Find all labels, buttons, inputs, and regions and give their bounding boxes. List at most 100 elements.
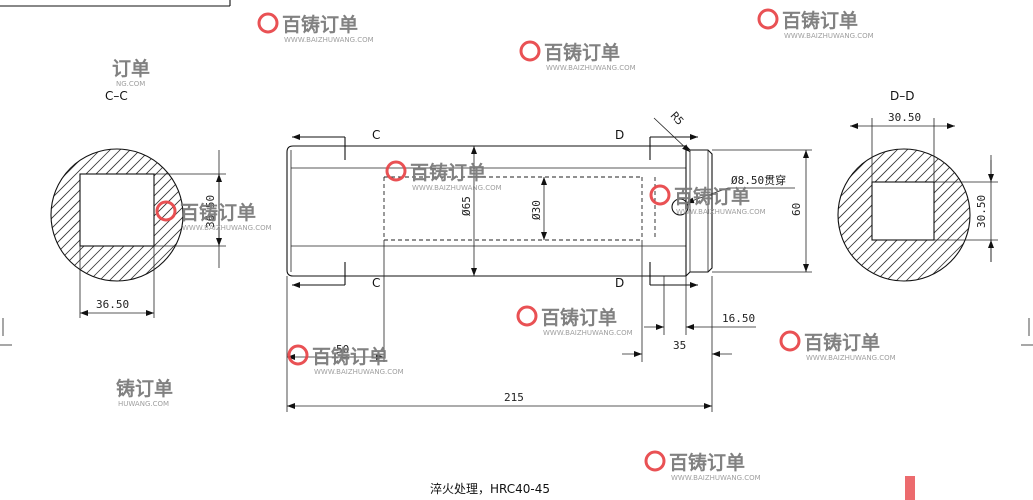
watermark-logo-icon <box>516 305 538 327</box>
watermark-logo-icon <box>644 450 666 472</box>
hatch-line <box>51 149 92 281</box>
hatch-line <box>838 149 929 281</box>
watermark-logo-icon <box>779 330 801 352</box>
bore-diameter-dim: Ø30 <box>530 200 543 220</box>
cross-hole-dim: Ø8.50贯穿 <box>731 173 786 187</box>
height-dim: 60 <box>790 203 803 216</box>
watermark-4: 百铸订单 WWW.BAIZHUWANG.COM <box>385 160 502 192</box>
total-length-dim: 215 <box>504 391 524 404</box>
hatch-line <box>875 149 970 281</box>
watermarks: 百铸订单 WWW.BAIZHUWANG.COM 百铸订单 WWW.BAIZHUW… <box>112 8 915 500</box>
watermark-2: 百铸订单 WWW.BAIZHUWANG.COM <box>757 8 874 40</box>
hatch-line <box>895 149 970 281</box>
section-dd-square-hole <box>871 181 935 241</box>
hatch-line <box>915 149 970 281</box>
section-cc-hatching <box>51 149 183 281</box>
cross-hole <box>671 198 689 216</box>
watermark-3: 百铸订单 WWW.BAIZHUWANG.COM <box>519 40 636 72</box>
hatch-line <box>838 149 909 281</box>
watermark-1: 百铸订单 WWW.BAIZHUWANG.COM <box>257 12 374 44</box>
svg-text:WWW.BAIZHUWANG.COM: WWW.BAIZHUWANG.COM <box>806 354 896 362</box>
cut-label-c-bottom: C <box>372 276 380 290</box>
section-dd-width-dim: 30.50 <box>888 111 921 124</box>
watermark-logo-icon <box>649 184 671 206</box>
svg-text:WWW.BAIZHUWANG.COM: WWW.BAIZHUWANG.COM <box>784 32 874 40</box>
svg-text:WWW.BAIZHUWANG.COM: WWW.BAIZHUWANG.COM <box>543 329 633 337</box>
watermark-partial-1: 订单 NG.COM <box>112 57 150 88</box>
bore-depth-dim: 50 <box>336 343 349 356</box>
svg-text:百铸订单: 百铸订单 <box>312 345 388 368</box>
svg-text:百铸订单: 百铸订单 <box>782 9 858 32</box>
hatch-line <box>838 149 889 281</box>
svg-text:百铸订单: 百铸订单 <box>544 41 620 64</box>
hatch-line <box>98 149 183 281</box>
svg-text:铸订单: 铸订单 <box>116 377 173 400</box>
svg-text:百铸订单: 百铸订单 <box>804 331 880 354</box>
hatch-line <box>838 149 919 281</box>
hatch-line <box>905 149 970 281</box>
heat-treatment-note: 淬火处理，HRC40-45 <box>430 481 550 496</box>
hatch-line <box>885 149 970 281</box>
svg-text:百铸订单: 百铸订单 <box>669 451 745 474</box>
svg-text:WWW.BAIZHUWANG.COM: WWW.BAIZHUWANG.COM <box>314 368 404 376</box>
hatch-line <box>925 149 970 281</box>
hatch-line <box>51 149 82 281</box>
section-cc-view: C–C 36.50 36.50 <box>50 89 226 318</box>
svg-text:WWW.BAIZHUWANG.COM: WWW.BAIZHUWANG.COM <box>284 36 374 44</box>
hatch-line <box>838 149 899 281</box>
svg-text:百铸订单: 百铸订单 <box>541 306 617 329</box>
hatch-line <box>838 149 879 281</box>
hatch-line <box>51 149 72 281</box>
svg-text:WWW.BAIZHUWANG.COM: WWW.BAIZHUWANG.COM <box>676 208 766 216</box>
svg-text:WWW.BAIZHUWANG.COM: WWW.BAIZHUWANG.COM <box>412 184 502 192</box>
hatch-line <box>955 149 970 281</box>
hatch-line <box>945 149 970 281</box>
svg-text:百铸订单: 百铸订单 <box>410 161 486 184</box>
watermark-6: 百铸订单 WWW.BAIZHUWANG.COM <box>649 184 766 216</box>
watermark-10: 百铸订单 WWW.BAIZHUWANG.COM <box>644 450 761 482</box>
section-dd-height-dim: 30.50 <box>975 195 988 228</box>
cut-label-d-top: D <box>615 128 624 142</box>
outer-diameter-dim: Ø65 <box>460 196 473 216</box>
svg-text:WWW.BAIZHUWANG.COM: WWW.BAIZHUWANG.COM <box>182 224 272 232</box>
hatch-line <box>51 149 132 281</box>
hatch-line <box>138 149 183 281</box>
svg-text:WWW.BAIZHUWANG.COM: WWW.BAIZHUWANG.COM <box>546 64 636 72</box>
svg-text:NG.COM: NG.COM <box>116 80 145 88</box>
svg-text:百铸订单: 百铸订单 <box>674 185 750 208</box>
section-cc-height-dim: 36.50 <box>204 195 217 228</box>
hatch-line <box>51 149 62 281</box>
watermark-partial-2: 铸订单 HUWANG.COM <box>116 377 173 408</box>
groove-width-dim: 16.50 <box>722 312 755 325</box>
section-cc-label: C–C <box>105 89 128 103</box>
cut-label-d-bottom: D <box>615 276 624 290</box>
hatch-line <box>51 149 112 281</box>
section-cc-outline <box>50 148 184 282</box>
watermark-8: 百铸订单 WWW.BAIZHUWANG.COM <box>779 330 896 362</box>
watermark-5: 百铸订单 WWW.BAIZHUWANG.COM <box>155 200 272 232</box>
hatch-line <box>51 149 122 281</box>
shaft-outline <box>286 145 713 277</box>
hatch-line <box>51 149 52 281</box>
svg-text:HUWANG.COM: HUWANG.COM <box>118 400 169 408</box>
watermark-7: 百铸订单 WWW.BAIZHUWANG.COM <box>516 305 633 337</box>
watermark-logo-icon <box>519 40 541 62</box>
end-length-dim: 35 <box>673 339 686 352</box>
section-cc-width-dim: 36.50 <box>96 298 129 311</box>
title-block-corner <box>0 0 231 7</box>
watermark-9: 百铸订单 WWW.BAIZHUWANG.COM <box>287 344 404 376</box>
svg-text:百铸订单: 百铸订单 <box>282 13 358 36</box>
watermark-logo-icon <box>287 344 309 366</box>
section-cc-square-hole <box>79 173 155 247</box>
watermark-logo-icon <box>257 12 279 34</box>
hatch-line <box>88 149 183 281</box>
hatch-line <box>118 149 183 281</box>
hatch-line <box>51 149 102 281</box>
watermark-logo-icon <box>905 476 915 500</box>
cut-label-c-top: C <box>372 128 380 142</box>
radius-dim: R5 <box>668 109 687 128</box>
section-dd-label: D–D <box>890 89 914 103</box>
watermark-logo-icon <box>155 200 177 222</box>
svg-text:订单: 订单 <box>112 57 150 80</box>
